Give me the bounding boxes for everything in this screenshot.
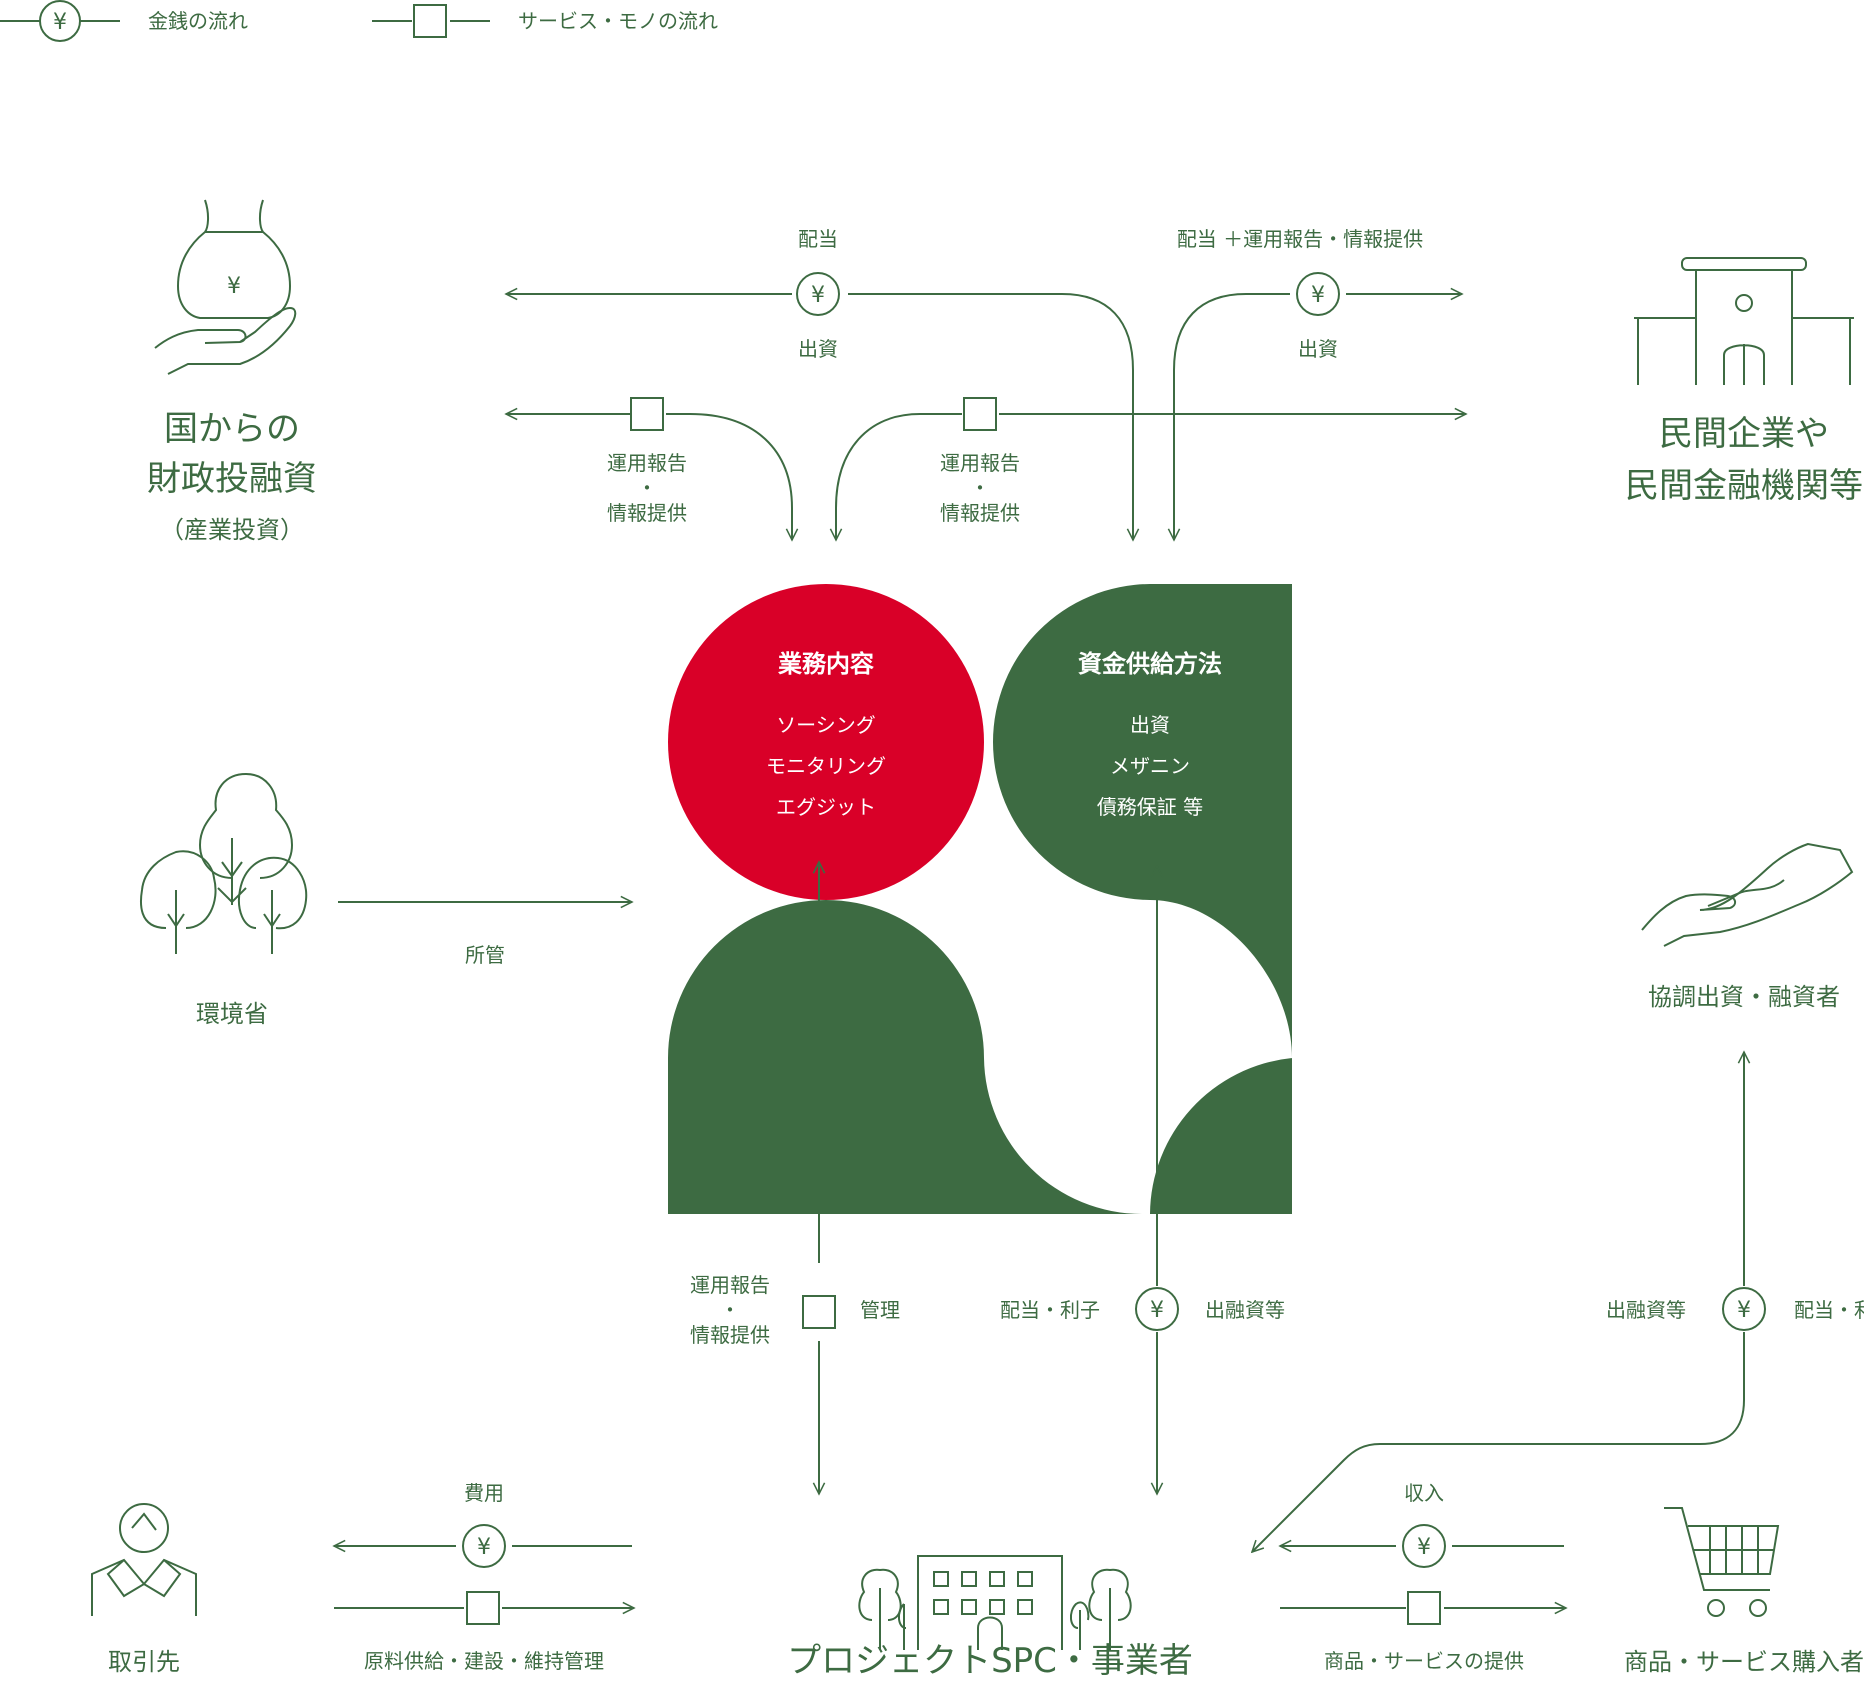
private-line1: 民間企業や — [1659, 414, 1829, 454]
operations-item: モニタリング — [766, 754, 886, 778]
businessperson-icon — [91, 1503, 197, 1616]
legend-money-label: 金銭の流れ — [148, 9, 248, 33]
building-icon — [1634, 257, 1854, 385]
box-icon — [963, 397, 997, 431]
buyer-label: 商品・サービス購入者 — [1624, 1648, 1864, 1676]
operations-title: 業務内容 — [778, 650, 874, 678]
provision-label: 商品・サービスの提供 — [1324, 1649, 1524, 1673]
legend-yen-symbol: ¥ — [53, 10, 67, 35]
yen-icon — [1402, 1524, 1446, 1568]
supply-label: 原料供給・建設・維持管理 — [364, 1649, 604, 1673]
operations-item: ソーシング — [776, 713, 876, 737]
svg-text:¥: ¥ — [1150, 1298, 1164, 1323]
report-left-dot: ・ — [637, 476, 657, 500]
national-line3: （産業投資） — [160, 516, 304, 544]
report-left-1: 運用報告 — [607, 451, 687, 475]
operations-circle — [668, 584, 984, 900]
funding-title: 資金供給方法 — [1078, 650, 1222, 678]
partner-label: 取引先 — [108, 1648, 180, 1676]
funding-item: 債務保証 等 — [1097, 795, 1203, 819]
funding-shape — [993, 584, 1292, 1058]
national-line1: 国からの — [164, 409, 300, 449]
revenue-label: 収入 — [1404, 1481, 1444, 1505]
legend-box-icon — [413, 4, 447, 38]
yen-icon — [1722, 1287, 1766, 1331]
mgmt-report-2: 情報提供 — [690, 1323, 770, 1347]
mgmt-report-dot: ・ — [720, 1298, 740, 1322]
ministry-label: 環境省 — [196, 1000, 268, 1028]
top-left-investment: 出資 — [798, 337, 838, 361]
green-right-shape — [1150, 584, 1292, 1214]
box-icon — [630, 397, 664, 431]
report-center-dot: ・ — [970, 476, 990, 500]
center-block — [668, 584, 1292, 1215]
box-icon — [466, 1591, 500, 1625]
national-line2: 財政投融資 — [147, 459, 317, 499]
svg-text:¥: ¥ — [1417, 1535, 1431, 1560]
box-icon — [802, 1295, 836, 1329]
top-right-dividend: 配当 ＋運用報告・情報提供 — [1177, 227, 1423, 251]
top-left-dividend: 配当 — [798, 227, 838, 251]
trees-icon — [139, 772, 308, 954]
yen-icon — [1296, 272, 1340, 316]
green-bottom-shape — [668, 900, 1142, 1215]
private-line2: 民間金融機関等 — [1625, 466, 1863, 506]
yen-icon — [462, 1524, 506, 1568]
project-label: プロジェクトSPC・事業者 — [787, 1641, 1193, 1681]
top-right-investment: 出資 — [1298, 337, 1338, 361]
co-investor-label: 協調出資・融資者 — [1648, 983, 1840, 1011]
mgmt-report-1: 運用報告 — [690, 1273, 770, 1297]
investment-loans: 出融資等 — [1205, 1298, 1285, 1322]
svg-text:¥: ¥ — [477, 1535, 491, 1560]
legend-service-label: サービス・モノの流れ — [518, 9, 718, 33]
funding-item: 出資 — [1130, 713, 1170, 737]
co-dividend: 配当・利子 — [1794, 1298, 1864, 1322]
report-center-2: 情報提供 — [940, 501, 1020, 525]
funding-item: メザニン — [1110, 754, 1190, 778]
co-investment: 出融資等 — [1606, 1298, 1686, 1322]
legend: ¥ 金銭の流れ サービス・モノの流れ — [0, 0, 718, 42]
report-center-1: 運用報告 — [940, 451, 1020, 475]
handshake-icon — [1641, 842, 1854, 947]
money-bag-hand-icon: ¥ — [154, 199, 297, 375]
co-arrow-down — [1252, 1332, 1745, 1552]
mgmt-label: 管理 — [860, 1298, 900, 1322]
buildings-trees-icon — [858, 1555, 1132, 1650]
yen-icon — [796, 272, 840, 316]
shopping-cart-icon — [1664, 1507, 1780, 1617]
svg-text:¥: ¥ — [1311, 283, 1325, 308]
svg-text:¥: ¥ — [227, 274, 241, 299]
dividend-interest: 配当・利子 — [1000, 1298, 1100, 1322]
box-icon — [1407, 1591, 1441, 1625]
report-left-2: 情報提供 — [607, 501, 687, 525]
operations-item: エグジット — [776, 795, 876, 819]
svg-text:¥: ¥ — [1737, 1298, 1751, 1323]
cost-label: 費用 — [464, 1481, 504, 1505]
svg-text:¥: ¥ — [811, 283, 825, 308]
yen-icon — [1135, 1287, 1179, 1331]
jurisdiction-label: 所管 — [465, 943, 505, 967]
